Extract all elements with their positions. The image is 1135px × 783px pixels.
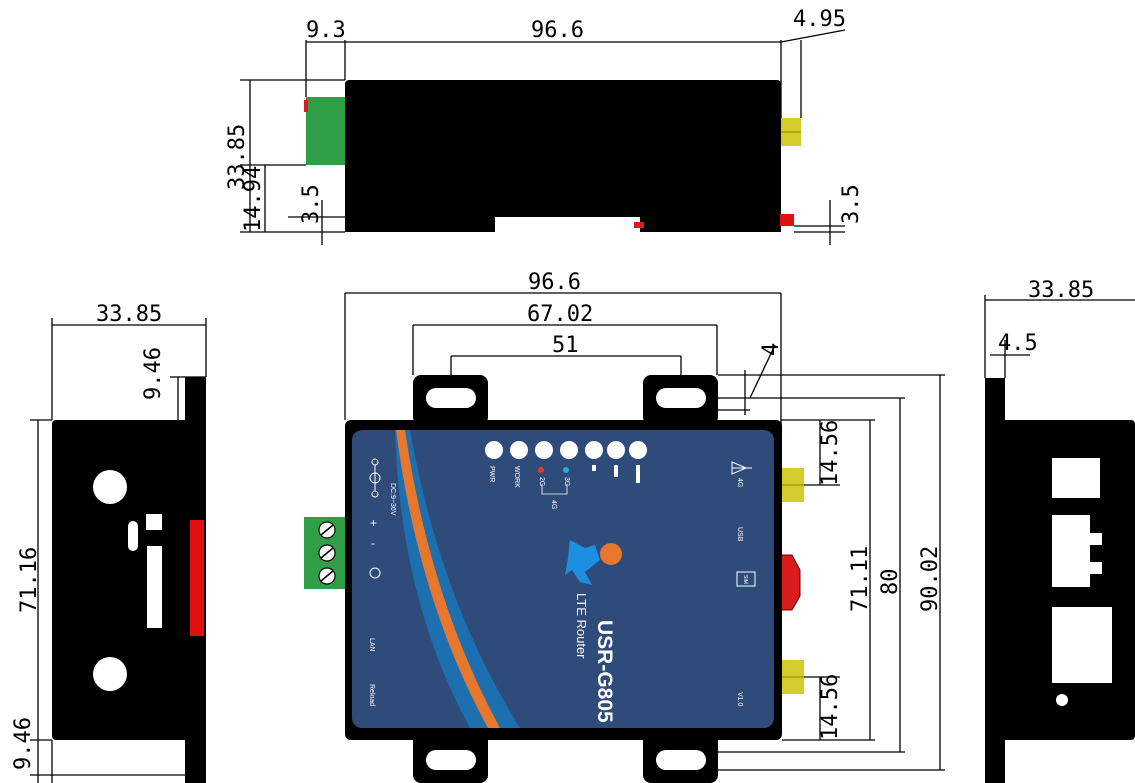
- label-sim: SIM: [742, 575, 748, 584]
- led-pwr: [485, 441, 503, 459]
- dim-rail-offset-left: 3.5: [299, 184, 324, 224]
- antenna-icon: [731, 461, 752, 475]
- dim-antenna-spacing-top: 14.56: [818, 420, 843, 486]
- right-side-view: 33.85 4.5: [984, 278, 1135, 783]
- label-4g-group: 4G: [550, 500, 557, 509]
- right-antenna-port: [1052, 458, 1100, 498]
- power-polarity-icon: [369, 458, 381, 498]
- top-view: 9.3 96.6 4.95 33.85 14.94 3.5 3.5: [225, 7, 864, 245]
- dim-body-height: 80: [878, 569, 903, 596]
- led-indicators: [485, 441, 647, 459]
- dim-right-width: 33.85: [1028, 278, 1094, 303]
- dim-right-ear: 4.5: [998, 331, 1038, 356]
- top-terminal-block: [306, 97, 346, 165]
- right-usb-port: [1052, 515, 1090, 587]
- label-3g: 3G: [563, 477, 570, 486]
- dim-mount-outer: 67.02: [527, 302, 593, 327]
- top-body: [345, 80, 781, 217]
- label-pwr: PWR: [488, 466, 495, 482]
- front-view: PWR WORK 2G 3G 4G DC:9~36V LAN Reload 4G…: [304, 270, 945, 783]
- dim-mount-offset: 4: [759, 343, 784, 356]
- led-2g: [535, 441, 553, 459]
- label-ant-4g: 4G: [736, 478, 743, 487]
- led-work: [510, 441, 528, 459]
- usr-logo-icon: [565, 540, 622, 585]
- led-signal-1: [585, 441, 603, 459]
- dim-left-ear-bottom: 9.46: [11, 717, 36, 770]
- ground-icon: [369, 567, 381, 579]
- dim-rail-offset-right: 3.5: [839, 184, 864, 224]
- dim-front-total-width: 96.6: [528, 270, 581, 295]
- label-work: WORK: [513, 466, 520, 488]
- dim-antenna-protrusion: 4.95: [793, 7, 846, 32]
- led-signal-3: [629, 441, 647, 459]
- left-body: [52, 420, 202, 740]
- label-reload: Reload: [368, 684, 375, 706]
- dim-left-ear-top: 9.46: [141, 347, 166, 400]
- label-version: V1.0: [736, 692, 743, 707]
- led-signal-2: [607, 441, 625, 459]
- label-power: DC:9~36V: [389, 483, 396, 516]
- left-side-view: 33.85 9.46 71.16 9.46: [11, 302, 207, 783]
- right-lan-port: [1052, 607, 1112, 683]
- label-minus: -: [371, 536, 375, 550]
- dim-left-body-height: 71.16: [17, 547, 42, 613]
- sim-card-icon: [736, 571, 756, 587]
- dim-left-width: 33.85: [96, 302, 162, 327]
- label-lan: LAN: [368, 638, 375, 652]
- device-subtitle: LTE Router: [574, 593, 589, 659]
- dim-front-total-height: 90.02: [918, 546, 943, 612]
- label-usb: USB: [736, 527, 743, 542]
- label-2g: 2G: [538, 477, 545, 486]
- dim-mount-inner: 51: [552, 333, 579, 358]
- led-3g: [560, 441, 578, 459]
- label-plus: +: [370, 516, 377, 530]
- dim-inner-height: 71.11: [848, 546, 873, 612]
- dim-antenna-spacing-bottom: 14.56: [818, 674, 843, 740]
- dim-top-total-height: 33.85: [225, 124, 250, 190]
- dim-rail-height: 14.94: [241, 166, 266, 232]
- dim-terminal-width: 9.3: [306, 18, 346, 43]
- device-model: USR-G805: [593, 620, 616, 723]
- dim-top-body-length: 96.6: [531, 18, 584, 43]
